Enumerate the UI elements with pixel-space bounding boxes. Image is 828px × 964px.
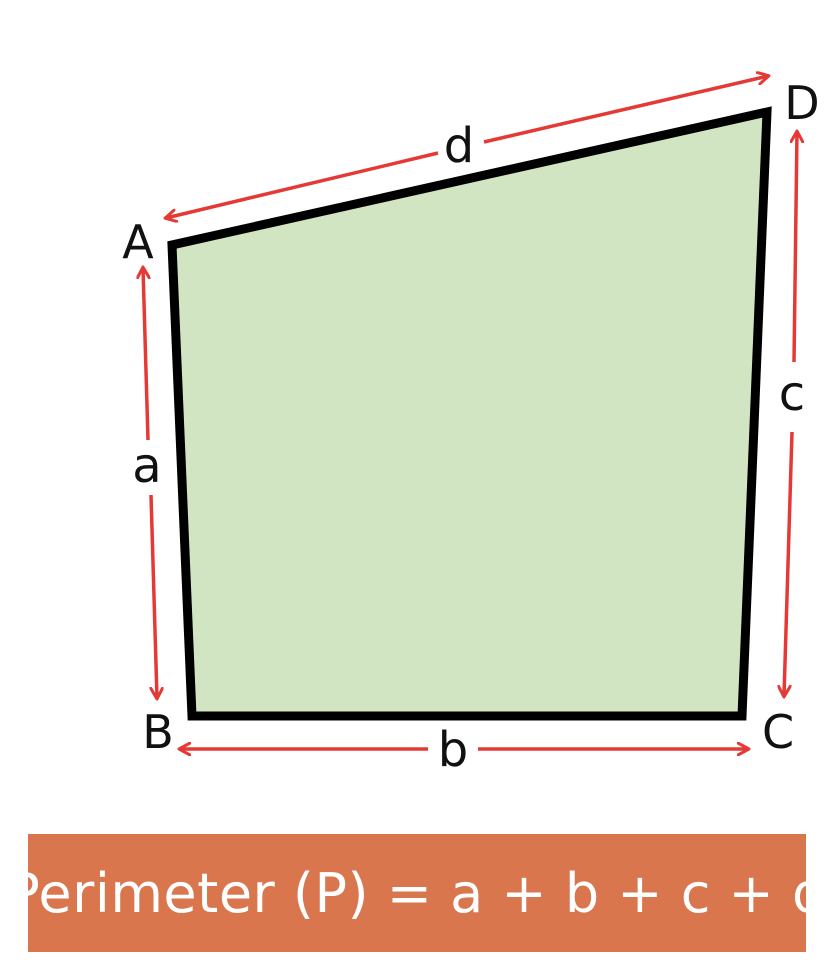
side-label-c: c (779, 366, 805, 422)
side-a-arrow (143, 268, 157, 698)
quadrilateral-diagram: d a b c A B C D (122, 0, 820, 778)
vertex-label-c: C (762, 705, 794, 759)
side-c-arrow (784, 132, 797, 696)
side-label-d: d (444, 118, 474, 174)
vertex-label-b: B (142, 705, 174, 759)
side-label-a: a (132, 438, 161, 494)
perimeter-formula: Perimeter (P) = a + b + c + d (7, 861, 827, 925)
side-label-b: b (438, 722, 468, 778)
vertex-label-d: D (784, 76, 819, 130)
formula-banner: Perimeter (P) = a + b + c + d (7, 834, 826, 952)
vertex-label-a: A (122, 215, 154, 269)
quadrilateral-shape (167, 106, 772, 721)
side-d-arrow (166, 76, 768, 218)
